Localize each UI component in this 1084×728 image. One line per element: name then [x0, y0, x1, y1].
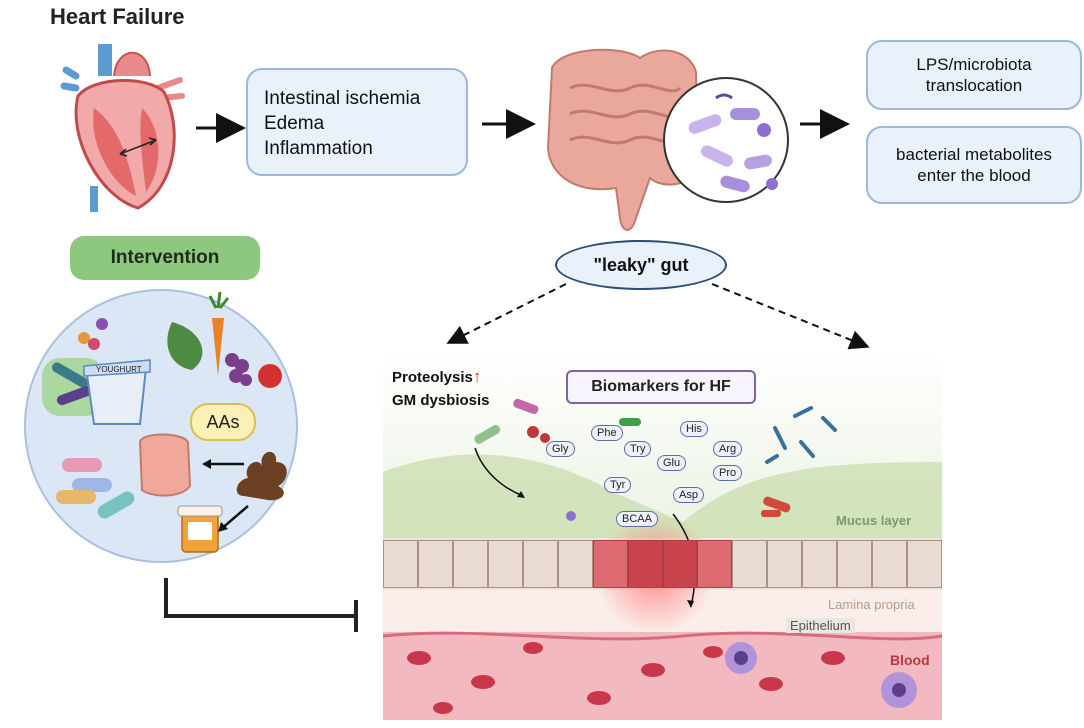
aa-his: His [680, 421, 708, 437]
symptom-inflammation: Inflammation [264, 138, 373, 159]
epithelial-cell [383, 540, 418, 588]
outcome-translocation: LPS/microbiota translocation [866, 40, 1082, 110]
gut-barrier-panel [383, 352, 942, 720]
epithelial-cell [487, 540, 523, 588]
epithelial-cell [732, 540, 768, 588]
symptoms-box: Intestinal ischemia Edema Inflammation [246, 68, 468, 176]
page-title: Heart Failure [50, 4, 185, 29]
intervention-circle: YOUGHURT [24, 289, 298, 563]
heart-illustration [60, 44, 185, 212]
damaged-cell [592, 540, 628, 588]
epithelial-cell [452, 540, 488, 588]
leaky-gut-label: "leaky" gut [555, 240, 727, 290]
epithelial-cell [522, 540, 558, 588]
aa-glu: Glu [657, 455, 687, 471]
outcome-translocation-text: LPS/microbiota translocation [916, 55, 1032, 95]
epithelial-cell [907, 540, 942, 588]
epithelial-cell [557, 540, 593, 588]
proteolysis-label: Proteolysis↑ [392, 367, 481, 387]
symptom-ischemia: Intestinal ischemia [264, 88, 421, 109]
epithelial-cell [767, 540, 803, 588]
aa-pro: Pro [713, 465, 743, 481]
epithelium-label: Epithelium [786, 618, 855, 633]
damaged-cell [627, 540, 663, 588]
aa-bcaa: BCAA [616, 511, 658, 527]
mucus-layer-label: Mucus layer [836, 513, 912, 528]
lamina-propria-label: Lamina propria [828, 597, 915, 612]
epithelial-cell [872, 540, 908, 588]
epithelial-cell [837, 540, 873, 588]
biomarkers-title: Biomarkers for HF [566, 370, 756, 404]
intestine-illustration [546, 48, 789, 231]
damaged-cell [662, 540, 698, 588]
aa-tyr: Tyr [604, 477, 632, 493]
damaged-cell [697, 540, 733, 588]
aa-gly: Gly [546, 441, 575, 457]
symptom-edema: Edema [264, 113, 325, 134]
epithelial-cell [417, 540, 453, 588]
dysbiosis-label: GM dysbiosis [392, 392, 490, 409]
aa-phe: Phe [591, 425, 623, 441]
up-arrow-icon: ↑ [472, 367, 482, 386]
outcome-metabolites-text: bacterial metabolites enter the blood [896, 145, 1052, 185]
blood-label: Blood [890, 652, 930, 668]
intervention-label: Intervention [70, 236, 260, 280]
epithelial-cell-row [383, 540, 942, 588]
amino-acids-bubble: AAs [190, 403, 256, 441]
epithelial-cell [802, 540, 838, 588]
proteolysis-text: Proteolysis [392, 369, 473, 386]
yoghurt-label: YOUGHURT [96, 365, 142, 374]
aa-arg: Arg [713, 441, 743, 457]
aa-asp: Asp [673, 487, 704, 503]
aa-try: Try [624, 441, 652, 457]
outcome-metabolites: bacterial metabolites enter the blood [866, 126, 1082, 204]
